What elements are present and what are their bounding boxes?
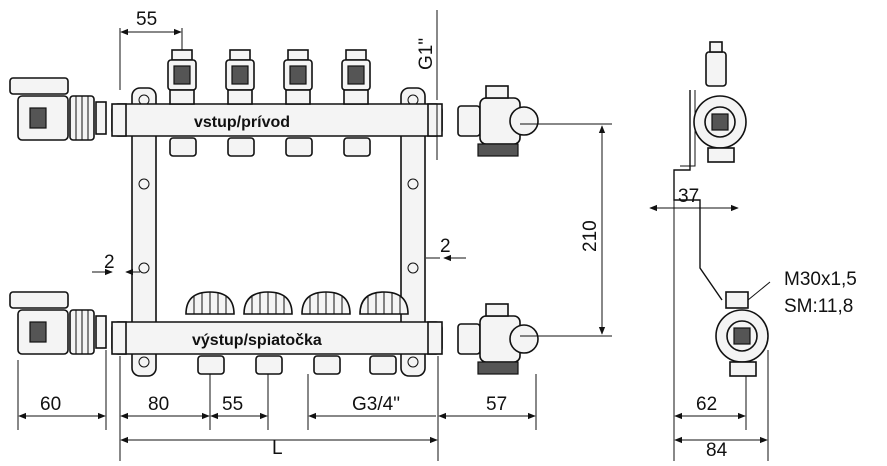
dim-valve-length: 60: [40, 394, 61, 415]
manifold-brackets: [131, 87, 426, 377]
supply-bar-label: vstup/prívod: [194, 114, 290, 131]
dimension-lines: [17, 10, 771, 462]
dim-end-valve: 57: [486, 394, 507, 415]
dim-top-thread: G1": [416, 38, 437, 70]
dim-first-outlet: 80: [148, 394, 169, 415]
return-bar: výstup/spiatočka: [111, 321, 443, 355]
dim-overall-length: L: [272, 438, 283, 459]
supply-bar: vstup/prívod: [111, 103, 443, 137]
right-end-fitting-bottom: [457, 303, 539, 375]
return-bar-label: výstup/spiatočka: [192, 332, 322, 349]
dim-gap-left: 2: [104, 252, 115, 273]
left-ball-valve-bottom: [9, 291, 107, 355]
side-view: [673, 41, 769, 377]
dim-thread-spec: M30x1,5: [784, 269, 857, 290]
dim-top-pitch: 55: [136, 9, 157, 30]
right-end-fitting-top: [457, 85, 539, 157]
dim-side-offset: 37: [678, 186, 699, 207]
dim-outlet-thread: G3/4": [352, 394, 400, 415]
dim-gap-right: 2: [440, 236, 451, 257]
dim-height: 210: [580, 220, 601, 252]
left-ball-valve-top: [9, 77, 107, 141]
dim-side-depth: 62: [696, 394, 717, 415]
dim-side-total: 84: [706, 440, 728, 461]
dim-outlet-pitch: 55: [222, 394, 243, 415]
dim-wrench-size: SM:11,8: [784, 296, 853, 317]
flow-meters: [167, 49, 371, 157]
return-valve-caps: [185, 291, 409, 375]
